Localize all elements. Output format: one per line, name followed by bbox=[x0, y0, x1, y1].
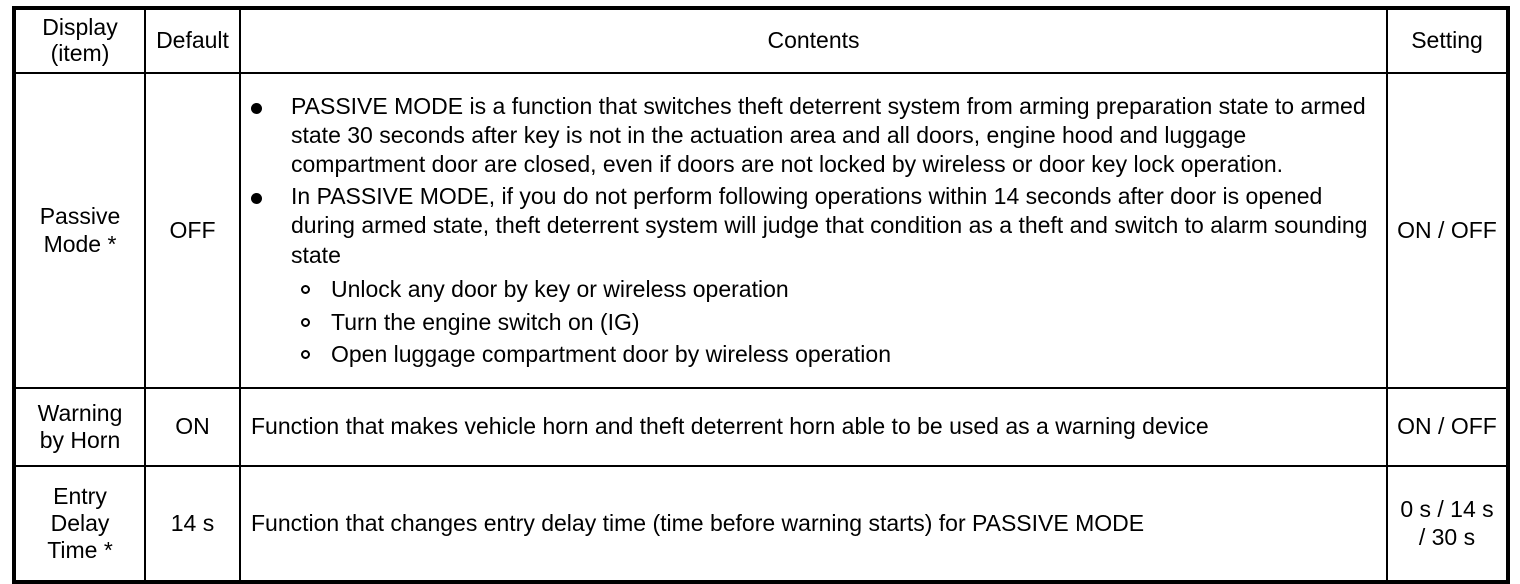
settings-spec-table: Display (item) Default Contents Setting … bbox=[12, 6, 1510, 584]
bullet-list-item: PASSIVE MODE is a function that switches… bbox=[241, 92, 1386, 180]
setting-value-line1: 0 s / 14 s bbox=[1400, 496, 1494, 523]
column-header-display-line1: Display bbox=[42, 14, 118, 41]
sub-bullet-list-item: Unlock any door by key or wireless opera… bbox=[291, 275, 1386, 304]
display-label-line1: Passive bbox=[39, 203, 121, 230]
cell-default-warning-by-horn: ON bbox=[144, 387, 241, 467]
column-header-setting: Setting bbox=[1386, 7, 1509, 74]
filled-bullet-icon bbox=[251, 102, 262, 114]
cell-display-entry-delay-time: Entry Delay Time * bbox=[13, 465, 146, 583]
table-row: Warning by Horn ON Function that makes v… bbox=[13, 387, 1509, 467]
cell-display-warning-by-horn: Warning by Horn bbox=[13, 387, 146, 467]
bullet-list-item: In PASSIVE MODE, if you do not perform f… bbox=[241, 182, 1386, 370]
table-header-row: Display (item) Default Contents Setting bbox=[13, 7, 1509, 74]
bullet-list: PASSIVE MODE is a function that switches… bbox=[241, 92, 1386, 370]
table-row: Entry Delay Time * 14 s Function that ch… bbox=[13, 465, 1509, 583]
cell-default-passive-mode: OFF bbox=[144, 72, 241, 389]
filled-bullet-icon bbox=[251, 192, 262, 204]
sub-bullet-text: Unlock any door by key or wireless opera… bbox=[331, 276, 789, 303]
hollow-bullet-icon bbox=[301, 317, 310, 327]
cell-setting-passive-mode: ON / OFF bbox=[1386, 72, 1509, 389]
column-header-display: Display (item) bbox=[13, 7, 146, 74]
cell-contents-warning-by-horn: Function that makes vehicle horn and the… bbox=[239, 387, 1388, 467]
bullet-text: PASSIVE MODE is a function that switches… bbox=[291, 92, 1366, 178]
display-label-line2: by Horn bbox=[39, 427, 121, 453]
cell-display-passive-mode: Passive Mode * bbox=[13, 72, 146, 389]
cell-setting-entry-delay-time: 0 s / 14 s / 30 s bbox=[1386, 465, 1509, 583]
column-header-contents: Contents bbox=[239, 7, 1388, 74]
cell-setting-warning-by-horn: ON / OFF bbox=[1386, 387, 1509, 467]
display-label-line1: Warning bbox=[37, 399, 123, 426]
display-label-line1: Entry bbox=[53, 482, 107, 509]
bullet-text: In PASSIVE MODE, if you do not perform f… bbox=[291, 182, 1368, 268]
column-header-display-line2: (item) bbox=[50, 40, 110, 66]
hollow-bullet-icon bbox=[301, 350, 310, 360]
table-body: Passive Mode * OFF PASSIVE MODE is a fun… bbox=[13, 72, 1509, 583]
display-label-line3: Time * bbox=[47, 537, 113, 564]
table-row: Passive Mode * OFF PASSIVE MODE is a fun… bbox=[13, 72, 1509, 389]
display-label-line2: Delay bbox=[50, 509, 110, 536]
display-label-line2: Mode * bbox=[43, 230, 117, 257]
sub-bullet-text: Open luggage compartment door by wireles… bbox=[331, 341, 891, 368]
cell-contents-passive-mode: PASSIVE MODE is a function that switches… bbox=[239, 72, 1388, 389]
sub-bullet-list-item: Open luggage compartment door by wireles… bbox=[291, 340, 1386, 369]
column-header-default: Default bbox=[144, 7, 241, 74]
table-header: Display (item) Default Contents Setting bbox=[13, 7, 1509, 74]
sub-bullet-list-item: Turn the engine switch on (IG) bbox=[291, 308, 1386, 337]
cell-contents-entry-delay-time: Function that changes entry delay time (… bbox=[239, 465, 1388, 583]
sub-bullet-text: Turn the engine switch on (IG) bbox=[331, 308, 640, 335]
cell-default-entry-delay-time: 14 s bbox=[144, 465, 241, 583]
setting-value-line2: / 30 s bbox=[1418, 523, 1476, 550]
sub-bullet-list: Unlock any door by key or wireless opera… bbox=[291, 275, 1386, 369]
hollow-bullet-icon bbox=[301, 285, 310, 295]
